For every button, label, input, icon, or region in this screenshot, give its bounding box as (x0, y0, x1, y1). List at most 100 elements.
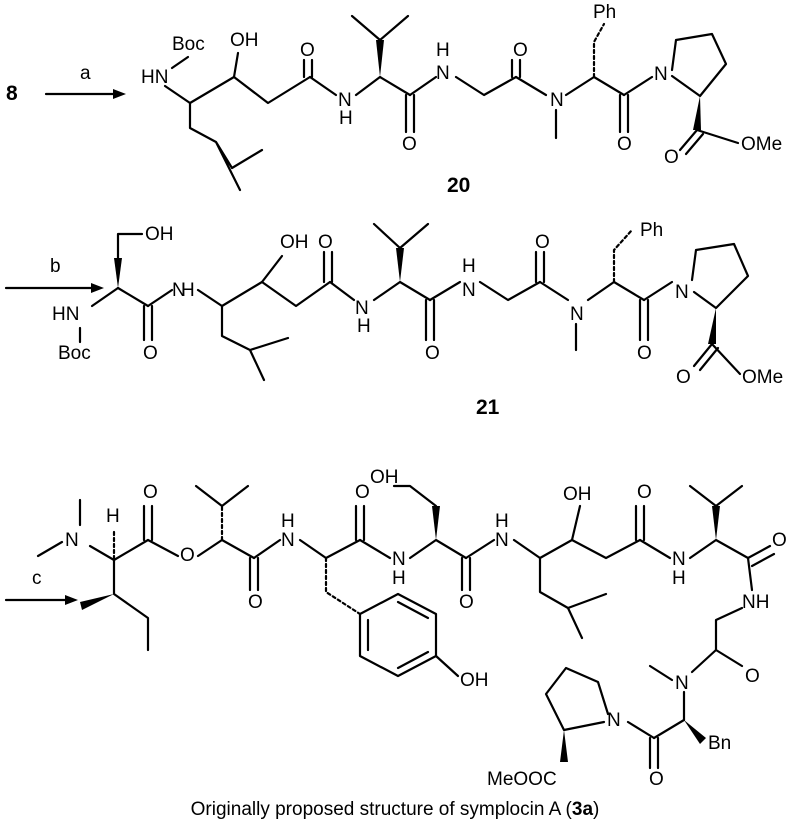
n-methyl-n-label: N (675, 673, 689, 694)
bond-n-ca-co (688, 538, 750, 560)
bond-wedge-serine (114, 258, 122, 288)
bond-phenol-ring (358, 592, 438, 678)
bond-gly (478, 280, 542, 302)
bond-c-o-double (142, 504, 154, 542)
bond-n-ca-co (88, 538, 150, 562)
caption-suffix: ) (593, 799, 599, 820)
figure-caption: Originally proposed structure of symploc… (191, 799, 600, 820)
bond-n-ca-co (564, 75, 626, 97)
bond-c-o-double (678, 128, 705, 156)
symplocin-a-structure: N H O O O H N O OH N H O H N OH O N H O … (36, 467, 787, 790)
bond-sec-butyl (112, 558, 150, 652)
carbonyl-o-label: O (637, 343, 652, 364)
bond-c-ome (695, 128, 740, 145)
bond-wedge-valine (376, 40, 384, 77)
row-2-reaction: b (4, 256, 104, 293)
bond-co-nh (408, 75, 438, 97)
bond-n-ca-co (408, 538, 468, 560)
compound-21-structure: OH HN Boc O N H OH O N H O H N O N Ph O … (52, 220, 783, 388)
bond-c-o-double (302, 58, 314, 79)
arrowhead-c (65, 595, 78, 605)
bond-wedge-valine (712, 506, 720, 540)
amide-n-label: N (172, 280, 186, 301)
amide-h-label: H (339, 108, 353, 129)
bond-wedge-serine (432, 506, 440, 540)
amide-n-label: N (281, 530, 295, 551)
bond-c-oh (570, 504, 582, 542)
amide-h-label: H (462, 256, 476, 277)
bond-wedge-proline (693, 96, 701, 130)
proline-n-label: N (607, 710, 621, 731)
dimethylamino-n-label: N (65, 530, 79, 551)
amide-h-label: H (181, 280, 195, 301)
carbonyl-o-label: O (637, 482, 652, 503)
bond-co-npro (642, 280, 674, 302)
phenyl-label: Ph (640, 220, 663, 241)
carbonyl-o-label: O (513, 40, 528, 61)
proline-n-label: N (675, 282, 689, 303)
bond-wedge-methyl (80, 594, 114, 610)
bond-isopropyl (372, 222, 430, 250)
bond-c-n (328, 280, 356, 302)
n-methyl-n-label: N (550, 90, 564, 111)
bond-nh-ca (163, 84, 192, 105)
bond-isopropyl (688, 484, 744, 508)
bond-ch2oh (392, 484, 438, 508)
bond-hash-benzyl (592, 22, 606, 79)
bond-chain (188, 75, 312, 105)
bond-wedge-proline (560, 730, 568, 762)
hydroxyl-label: OH (230, 30, 259, 51)
reagent-label-c: c (32, 568, 42, 589)
bond-c-o-double (634, 504, 646, 542)
bond-gly (454, 75, 518, 97)
bond-n-methyls (36, 498, 82, 558)
starting-compound-number: 8 (6, 82, 18, 105)
bond-c-o-double (534, 250, 546, 284)
bond-co-nh (746, 556, 754, 592)
amide-n-label: N (462, 280, 476, 301)
bond-ca-co (116, 286, 150, 308)
amide-h-label: H (436, 40, 450, 61)
caption-compound-number: 3a (572, 799, 594, 820)
glycine-nh-label: NH (742, 592, 769, 613)
methyl-ester-label: MeOOC (487, 769, 557, 790)
bond-co-nme (538, 280, 570, 302)
arrowhead-b (91, 283, 104, 293)
n-methyl-n-label: N (570, 304, 584, 325)
hydroxyl-label: OH (563, 484, 592, 505)
bond-co-nh (252, 538, 282, 560)
amide-n-label: N (338, 90, 352, 111)
bond-nh-boc (170, 55, 190, 70)
proline-n-label: N (654, 64, 668, 85)
bond-ser-ch2oh (116, 232, 144, 260)
bond-chain (512, 538, 642, 560)
bond-n-ca-co (372, 280, 432, 302)
carbonyl-o-label: O (318, 232, 333, 253)
bond-n-methyl (648, 664, 674, 682)
ester-o-label: O (676, 367, 691, 388)
bond-co-nh (146, 288, 174, 308)
carbonyl-o-label: O (617, 134, 632, 155)
carbonyl-o-label: O (143, 343, 158, 364)
methoxy-label: OMe (741, 134, 782, 155)
boc-nh-label: HN (141, 67, 168, 88)
boc-group-label: Boc (172, 34, 205, 55)
carbonyl-o-label: O (459, 592, 474, 613)
amide-h-label: H (495, 511, 509, 532)
alpha-h-label: H (106, 506, 120, 527)
phenyl-label: Ph (593, 2, 616, 23)
bond-co-npro (622, 75, 654, 97)
bond-co-nh (428, 280, 462, 302)
benzyl-label: Bn (708, 733, 731, 754)
amide-n-label: N (355, 298, 369, 319)
reagent-label-b: b (50, 256, 61, 277)
bond-hash-benzyl (324, 556, 362, 616)
row-3-reaction: c (4, 568, 78, 605)
amide-n-label: N (495, 530, 509, 551)
carbonyl-o-label: O (402, 134, 417, 155)
amide-h-label: H (392, 568, 406, 589)
bond-co-nh (358, 538, 392, 560)
hydroxyl-label: OH (280, 232, 309, 253)
compound-20-number: 20 (447, 174, 470, 197)
